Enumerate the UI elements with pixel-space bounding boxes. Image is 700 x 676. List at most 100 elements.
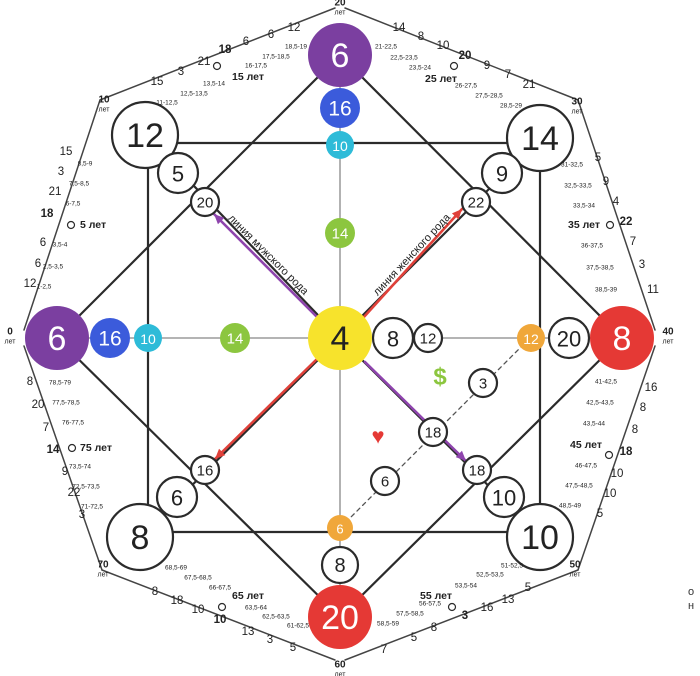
- outer-left-bottom-5: 7: [43, 422, 49, 434]
- outer-right-bottom-1: 16: [645, 382, 658, 394]
- outer-bottom-left-7: 8: [152, 586, 158, 598]
- outer-right-top-3: 4: [613, 196, 620, 208]
- range-right-top-3: 33,5-34: [573, 203, 595, 210]
- age-tl-number: 10: [98, 95, 110, 106]
- milestone-label-5: 45 лет: [570, 439, 602, 451]
- age-right-unit: лет: [663, 339, 675, 346]
- top-third-node-circle: [326, 131, 354, 159]
- corner-br-mid-node-circle: [482, 475, 526, 519]
- outer-right-bottom-5: 10: [611, 468, 624, 480]
- male-arrow-up: [212, 212, 320, 320]
- corner-bl-mid-node-label: 6: [171, 486, 183, 511]
- outer-top-right-1: 14: [393, 22, 406, 34]
- right-near-center-b-node-circle: [412, 322, 444, 354]
- range-top-left-5: 17,5-18,5: [262, 54, 290, 61]
- age-right-number: 40: [662, 327, 674, 338]
- range-right-bottom-3: 43,5-44: [583, 421, 605, 428]
- top-inner-node: 14: [325, 218, 355, 248]
- milestone-marker-2: [212, 61, 222, 71]
- corner-br-mid-node-label: 10: [492, 486, 516, 511]
- left-third-node-label: 10: [140, 331, 156, 347]
- octagon-edge-7: [101, 569, 336, 661]
- outer-left-bottom-7: 8: [27, 376, 33, 388]
- octagon-edge-3: [344, 7, 579, 101]
- male-arrow-down: [363, 360, 468, 463]
- outer-top-right-6: 7: [505, 69, 511, 81]
- range-left-top-4: 6-7,5: [66, 201, 81, 208]
- right-near-center-a-node-label: 8: [387, 327, 399, 352]
- outer-left-top-4: 18: [41, 208, 54, 220]
- corner-br-small-node-circle: [461, 454, 493, 486]
- outer-left-bottom-1: 3: [79, 509, 85, 521]
- money-node-1-label: 3: [479, 376, 487, 393]
- outer-left-bottom-2: 22: [68, 487, 81, 499]
- female-arrow-up-head: [451, 209, 462, 220]
- age-br-unit: лет: [570, 572, 582, 579]
- corner-br-small-node-label: 18: [469, 463, 486, 480]
- outer-left-top-1: 12: [24, 278, 37, 290]
- top-second-node: 16: [320, 88, 360, 128]
- milestone-label-7: 65 лет: [232, 590, 264, 602]
- range-right-top-6: 38,5-39: [595, 287, 617, 294]
- corner-tl-small-node-label: 20: [197, 195, 214, 212]
- money-node-2-label: 18: [425, 425, 442, 442]
- corner-tr-mid-node-label: 9: [496, 162, 508, 187]
- left-second-node: 16: [90, 318, 130, 358]
- age-bl-unit: лет: [98, 572, 110, 579]
- money-node-3-circle: [369, 465, 401, 497]
- right-third-node: 12: [517, 324, 545, 352]
- money-node-2: 18: [417, 416, 449, 448]
- outer-right-top-7: 11: [647, 284, 659, 296]
- range-left-bottom-3: 73,5-74: [69, 464, 91, 471]
- age-tr-unit: лет: [572, 109, 584, 116]
- age-top-unit: лет: [335, 10, 347, 17]
- corner-tr-mid-node-circle: [480, 151, 524, 195]
- bottom-second-node: 8: [320, 545, 360, 585]
- range-right-top-5: 37,5-38,5: [586, 265, 614, 272]
- left-main-node: 6: [25, 306, 89, 370]
- outer-left-top-2: 6: [35, 258, 41, 270]
- corner-tl-mid-node-circle: [156, 151, 200, 195]
- range-top-left-3: 13,5-14: [203, 81, 225, 88]
- outer-top-left-6: 6: [268, 29, 274, 41]
- corner-br-big-node: 10: [505, 502, 575, 572]
- bottom-second-node-circle: [320, 545, 360, 585]
- corner-bl-small-node-label: 16: [197, 463, 214, 480]
- outer-bottom-right-5: 8: [431, 622, 437, 634]
- money-node-2-circle: [417, 416, 449, 448]
- range-left-bottom-2: 72,5-73,5: [72, 484, 100, 491]
- top-inner-node-circle: [325, 218, 355, 248]
- range-left-top-1: 1-2,5: [37, 284, 52, 291]
- money-node-3: 6: [369, 465, 401, 497]
- range-right-bottom-6: 48,5-49: [559, 503, 581, 510]
- left-second-node-label: 16: [98, 328, 121, 351]
- left-third-node-circle: [134, 324, 162, 352]
- top-main-node: 6: [308, 23, 372, 87]
- center-node: 4: [308, 306, 372, 370]
- corner-tl-big-node-circle: [110, 100, 180, 170]
- range-left-top-6: 8,5-9: [78, 161, 93, 168]
- range-bottom-right-3: 53,5-54: [455, 583, 477, 590]
- corner-tl-small-node: 20: [189, 186, 221, 218]
- range-left-top-2: 2,5-3,5: [43, 264, 64, 271]
- side-fragment-1: о: [688, 586, 695, 598]
- top-main-node-circle: [308, 23, 372, 87]
- milestone-marker-5: [604, 450, 614, 460]
- range-top-left-2: 12,5-13,5: [180, 91, 208, 98]
- female-line-label: линия женского рода: [371, 211, 454, 298]
- outer-top-left-4: 18: [219, 44, 232, 56]
- top-second-node-label: 16: [328, 98, 351, 121]
- outer-bottom-left-6: 18: [171, 595, 184, 607]
- range-right-bottom-4: 46-47,5: [575, 463, 597, 470]
- outer-left-top-3: 6: [40, 237, 46, 249]
- right-main-node-label: 8: [613, 320, 632, 358]
- outer-right-top-4: 22: [620, 216, 633, 228]
- age-left-unit: лет: [5, 339, 17, 346]
- corner-bl-mid-node: 6: [155, 475, 199, 519]
- outer-right-bottom-3: 8: [632, 424, 638, 436]
- money-node-1: 3: [467, 367, 499, 399]
- female-arrow-down: [213, 356, 320, 461]
- octagon-edge-2: [99, 7, 336, 101]
- corner-tl-mid-node: 5: [156, 151, 200, 195]
- milestone-label-8: 75 лет: [80, 442, 112, 454]
